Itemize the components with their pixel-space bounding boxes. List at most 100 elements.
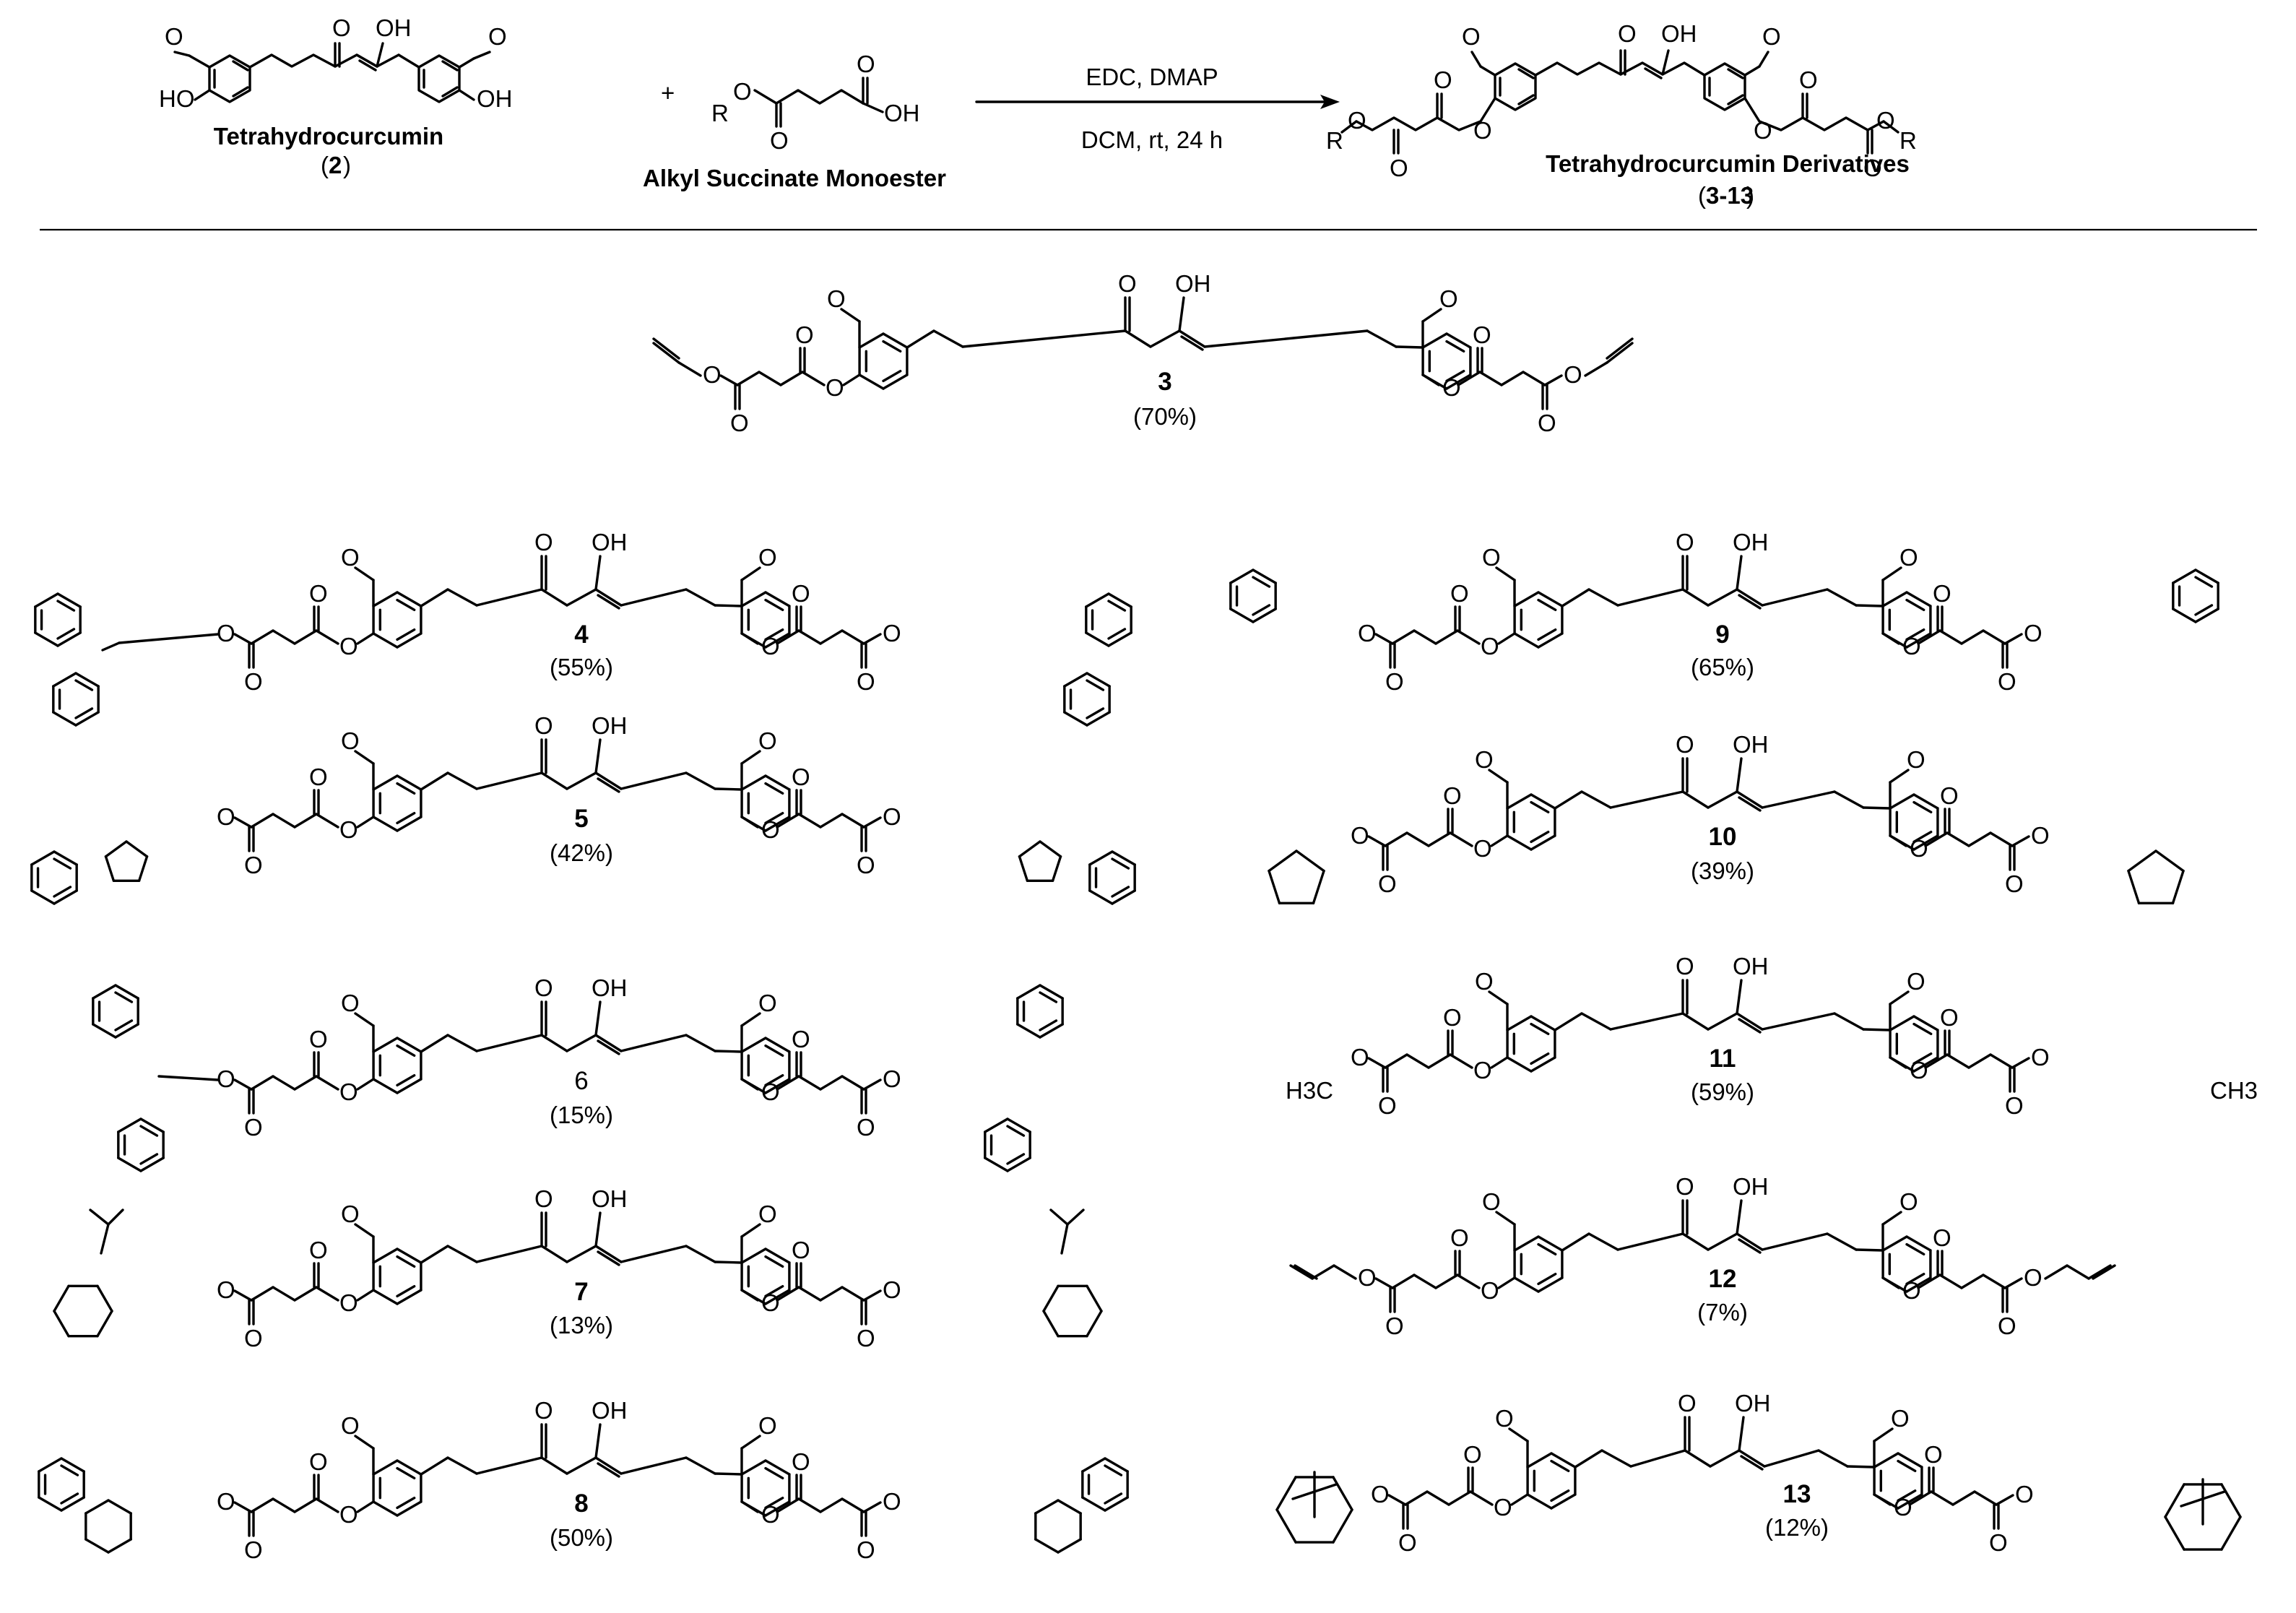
compound-id: 12 xyxy=(1709,1265,1737,1293)
co-o: O xyxy=(1463,1441,1482,1468)
co-o: O xyxy=(1378,870,1397,897)
svg-text:): ) xyxy=(1746,182,1754,209)
co-o: O xyxy=(857,1325,875,1352)
compound-9-label: 9 (65%) xyxy=(1691,620,1754,680)
aryl-o: O xyxy=(1902,633,1921,660)
co-o: O xyxy=(1933,1224,1951,1251)
methoxy-o: O xyxy=(1891,1405,1910,1432)
reactant-alkyl-succinate: R O O O OH Alkyl Succinate Monoester xyxy=(643,51,946,191)
carbonyl-oxygen-label: O xyxy=(332,14,351,41)
reaction-arrow: EDC, DMAP DCM, rt, 24 h xyxy=(975,64,1340,153)
co-o: O xyxy=(244,1114,263,1141)
methoxy-o: O xyxy=(341,727,360,754)
compound-yield: (59%) xyxy=(1691,1078,1754,1105)
methoxy-o: O xyxy=(758,727,777,754)
methoxy-o: O xyxy=(758,1201,777,1227)
co-o: O xyxy=(1538,410,1556,436)
co-o: O xyxy=(857,1114,875,1141)
methoxy-o: O xyxy=(341,544,360,571)
carbonyl-o: O xyxy=(1678,1390,1697,1417)
p-carbonyl-o: O xyxy=(1618,20,1637,47)
methoxy-o: O xyxy=(1475,968,1494,995)
co-o: O xyxy=(1940,1004,1959,1031)
ester-o: O xyxy=(1358,620,1377,647)
ester-o: O xyxy=(1564,361,1582,388)
compound-yield: (42%) xyxy=(550,839,613,866)
aryl-o: O xyxy=(339,1501,358,1528)
compound-13-label: 13 (12%) xyxy=(1765,1480,1829,1541)
enol-oh: OH xyxy=(1733,529,1769,555)
methoxy-o: O xyxy=(1439,285,1458,312)
compound-12-label: 12 (7%) xyxy=(1697,1265,1748,1326)
p-enol-oh: OH xyxy=(1661,20,1697,47)
aryl-o: O xyxy=(761,1078,780,1105)
methoxy-o: O xyxy=(1899,544,1918,571)
compound-yield: (70%) xyxy=(1133,403,1197,430)
aryl-o: O xyxy=(339,633,358,660)
aryl-o: O xyxy=(1894,1494,1912,1521)
enol-oh: OH xyxy=(1733,953,1769,980)
compound-id: 5 xyxy=(574,805,588,833)
reactant1-id: 2 xyxy=(329,152,342,178)
co-o: O xyxy=(730,410,749,436)
methoxy-o: O xyxy=(1475,746,1494,773)
co-o: O xyxy=(1998,1313,2016,1339)
compound-3-label: 3 (70%) xyxy=(1133,368,1197,430)
co-o: O xyxy=(1933,580,1951,607)
compound-id: 8 xyxy=(574,1489,588,1518)
compound-11-label: 11 (59%) xyxy=(1691,1045,1754,1105)
conditions-text: DCM, rt, 24 h xyxy=(1081,126,1223,153)
methoxy-o: O xyxy=(758,990,777,1016)
co-o: O xyxy=(792,1237,810,1263)
aryl-o: O xyxy=(1481,1277,1499,1304)
compound-yield: (13%) xyxy=(550,1312,613,1339)
co-o: O xyxy=(309,764,328,790)
carbonyl-o: O xyxy=(1118,270,1137,297)
compound-yield: (7%) xyxy=(1697,1299,1748,1326)
acid-carbonyl-o-label: O xyxy=(857,51,875,77)
enol-oh: OH xyxy=(1733,1173,1769,1200)
carbonyl-o: O xyxy=(534,1397,553,1424)
co-o: O xyxy=(1450,1224,1469,1251)
compound-4-label: 4 (55%) xyxy=(550,620,613,680)
compound-8-label: 8 (50%) xyxy=(550,1489,613,1551)
enol-oh: OH xyxy=(1733,731,1769,758)
co-o: O xyxy=(1385,1313,1404,1339)
p-ester-o-right: O xyxy=(1876,107,1895,134)
p-r-right: R xyxy=(1899,127,1917,154)
co-o: O xyxy=(244,1325,263,1352)
product-ids: 3-13 xyxy=(1706,182,1754,209)
product-name: Tetrahydrocurcumin Derivatives xyxy=(1546,150,1910,177)
ester-o: O xyxy=(2015,1481,2034,1508)
methoxy-o: O xyxy=(827,285,846,312)
compound-id: 13 xyxy=(1783,1480,1811,1508)
p-methoxy-left: O xyxy=(1462,23,1481,50)
aryl-o: O xyxy=(1494,1494,1512,1521)
aryl-o: O xyxy=(1473,835,1492,862)
compound-id: 10 xyxy=(1709,823,1737,851)
enol-oh: OH xyxy=(592,1185,628,1212)
aryl-o: O xyxy=(339,816,358,843)
methoxy-o: O xyxy=(758,1412,777,1439)
r-group-label: R xyxy=(711,100,729,126)
aryl-o: O xyxy=(761,1289,780,1316)
enol-hydroxyl-label: OH xyxy=(376,14,412,41)
methoxy-o: O xyxy=(1482,544,1501,571)
compound-yield: (55%) xyxy=(550,654,613,680)
compound-5-label: 5 (42%) xyxy=(550,805,613,866)
methoxy-o: O xyxy=(341,1412,360,1439)
reactant-tetrahydrocurcumin: O OH HO OH O O Tetrahydrocurcumin ( 2 ) xyxy=(159,14,513,178)
ester-o: O xyxy=(217,803,235,830)
carbonyl-o: O xyxy=(1676,1173,1694,1200)
p-r-left: R xyxy=(1326,127,1343,154)
co-o: O xyxy=(309,1237,328,1263)
svg-text:(: ( xyxy=(321,152,329,178)
co-o: O xyxy=(1398,1529,1417,1556)
aryl-o: O xyxy=(761,816,780,843)
carbonyl-o-label: O xyxy=(770,127,789,154)
compound-id: 7 xyxy=(574,1278,588,1306)
ester-o: O xyxy=(217,620,235,647)
